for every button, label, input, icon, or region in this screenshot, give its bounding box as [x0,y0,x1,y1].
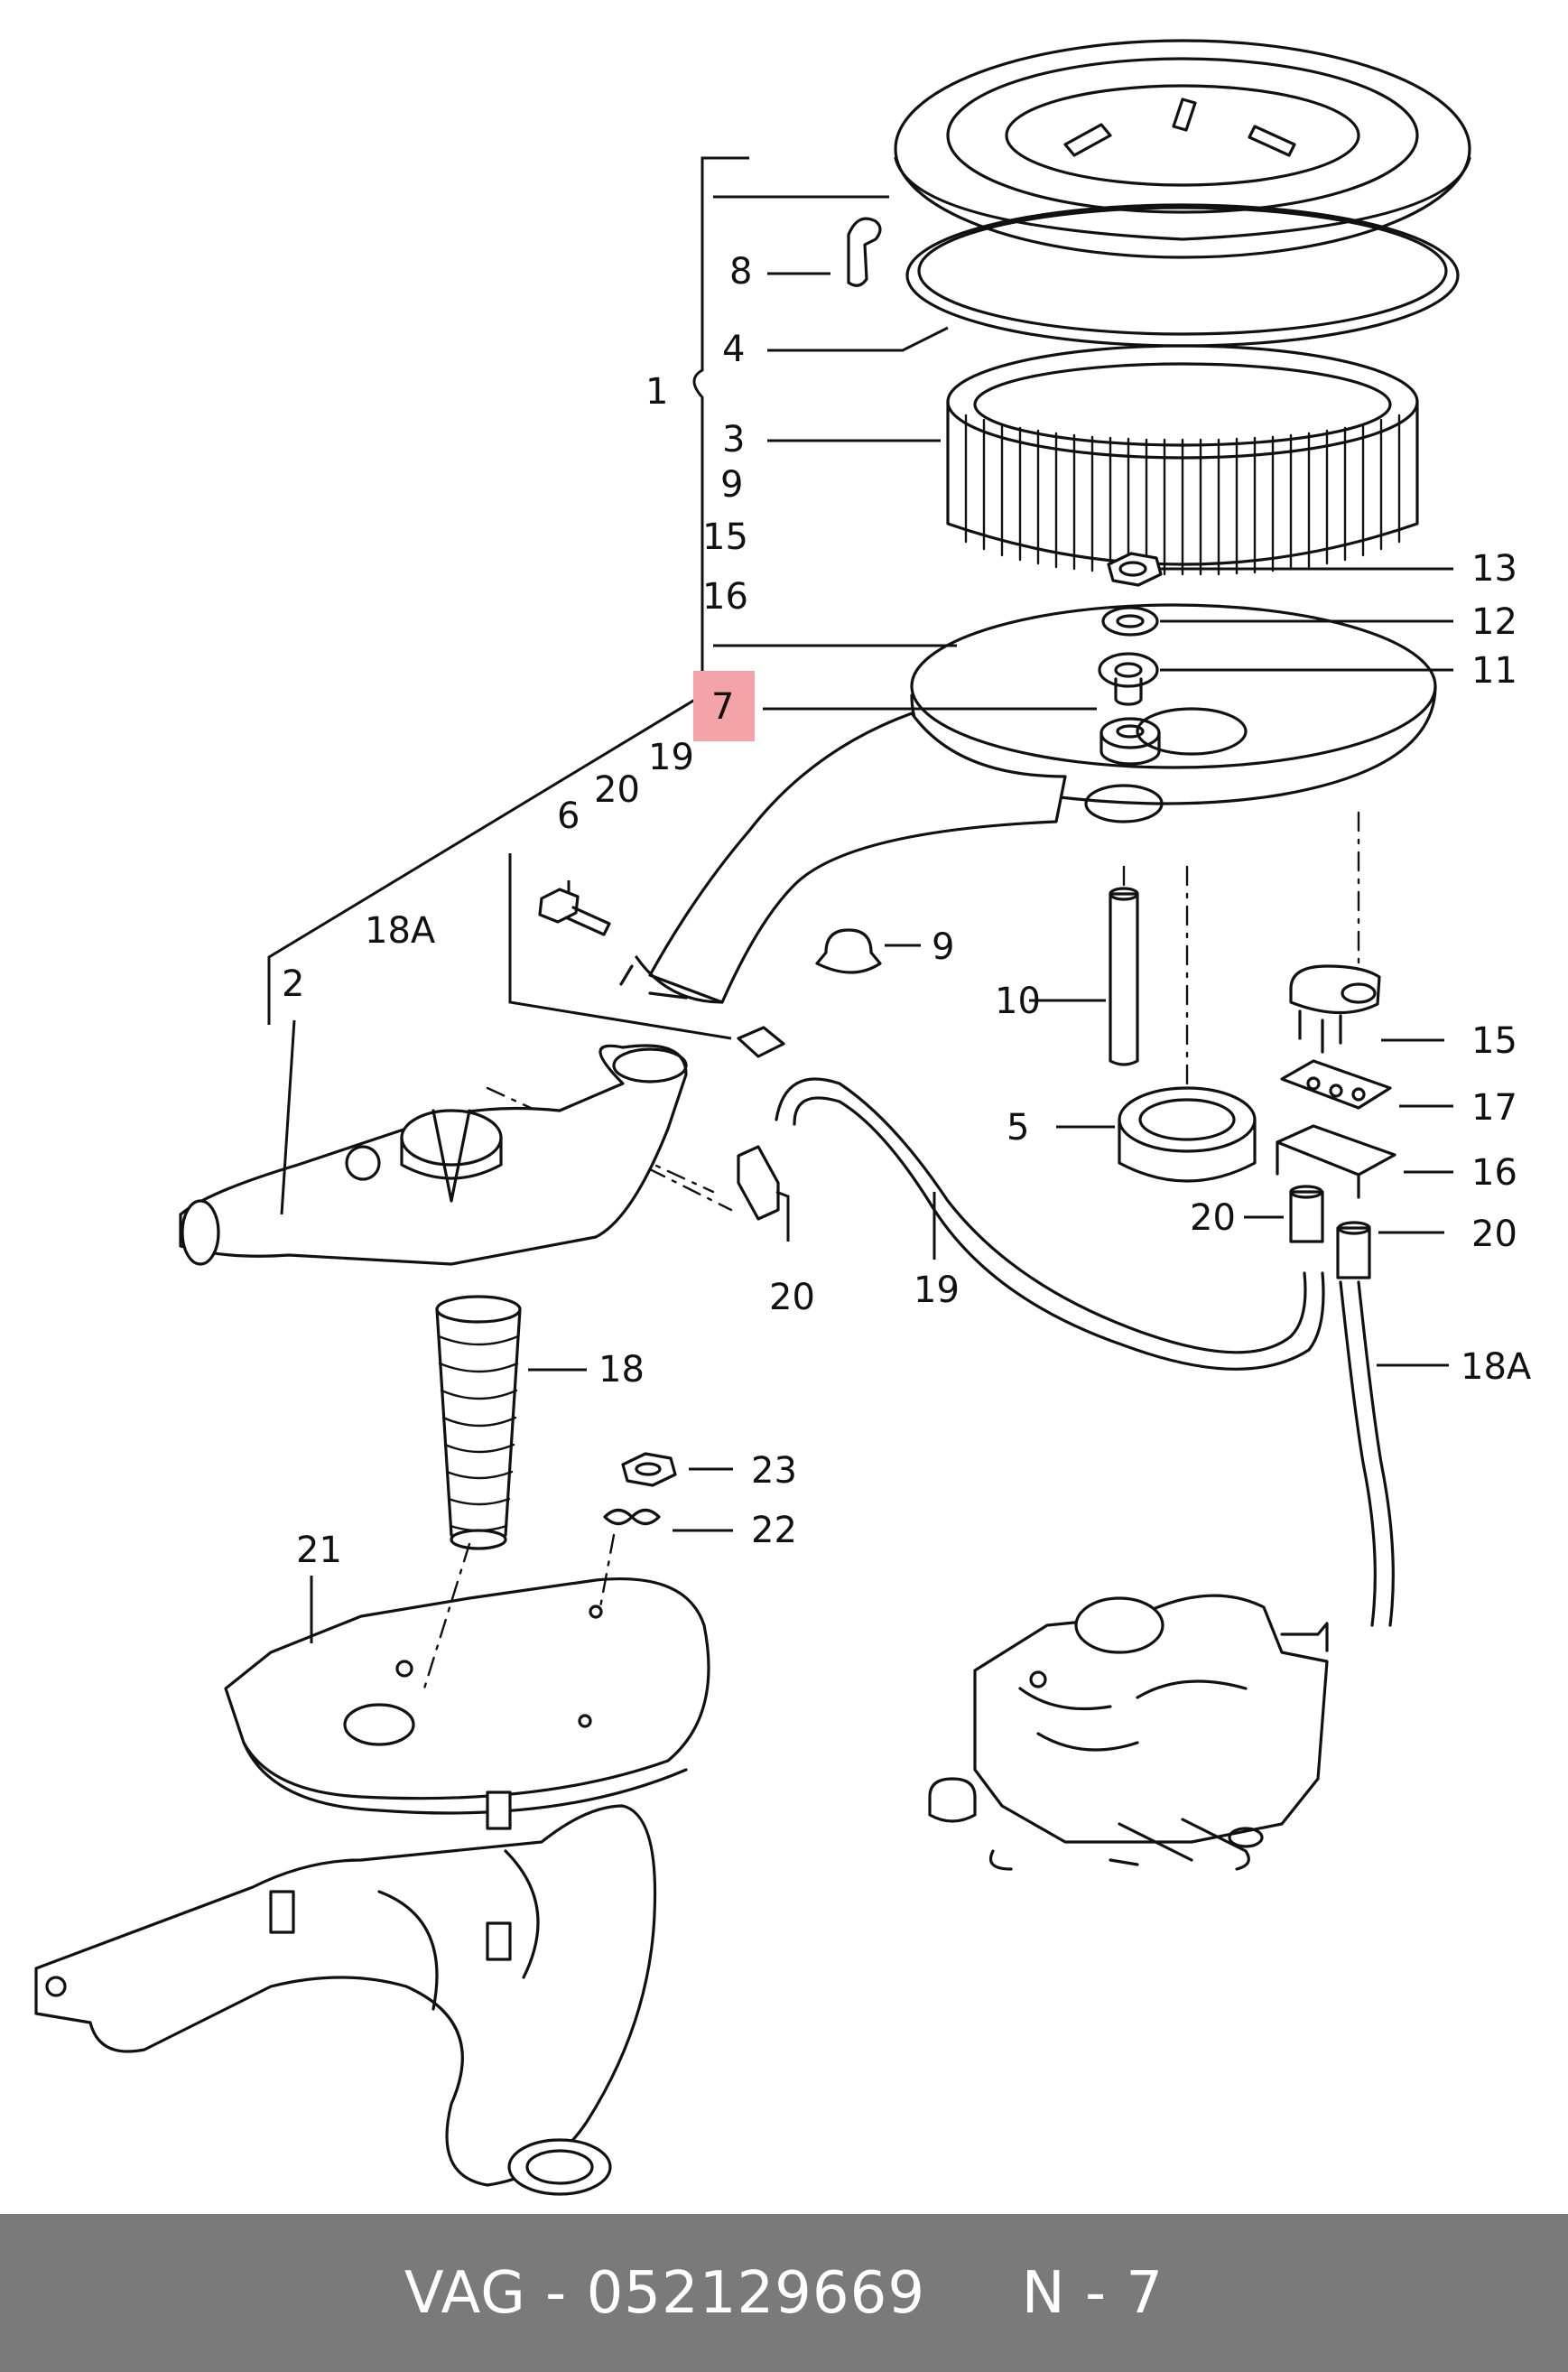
label-21: 21 [296,1530,342,1571]
clip-part [847,217,882,287]
label-4: 4 [722,329,745,370]
label-20-right: 20 [1471,1214,1517,1255]
label-7: 7 [711,686,734,728]
highlight-box [693,671,755,741]
bracket-15 [1289,964,1381,1054]
parts-diagram: 8 4 1 3 9 15 16 7 19 20 6 18A 2 13 12 11… [34,39,1532,2196]
washer-11 [1098,652,1159,706]
label-11: 11 [1471,650,1517,692]
part-labels: 8 4 1 3 9 15 16 7 19 20 6 18A 2 13 12 11… [282,251,1532,1571]
label-3: 3 [722,419,745,460]
filter-housing [619,603,1437,1004]
position-text: N - 7 [1021,2259,1164,2327]
air-filter-lid [894,39,1471,259]
label-12: 12 [1471,601,1517,643]
label-22: 22 [751,1510,797,1551]
label-2: 2 [282,963,304,1005]
label-6: 6 [557,795,580,837]
bolt-6 [538,888,611,936]
grommet-7 [1099,717,1161,766]
label-18: 18 [598,1349,645,1391]
part-number-text: 052129669 [586,2259,926,2327]
label-15-group: 15 [702,516,748,558]
label-9-group: 9 [720,464,743,506]
plate-17 [1280,1059,1392,1110]
leader-lines [280,272,1453,1643]
preheater-duct-2 [179,1044,688,1266]
label-20-group: 20 [594,769,640,811]
label-18a: 18A [1461,1346,1532,1388]
part-number-caption: VAG - 052129669 N - 7 [404,2260,1164,2327]
hose-19 [775,1077,1325,1371]
nut-13 [1107,552,1163,587]
hose-18a [1339,1280,1395,1627]
label-20-left: 20 [1190,1197,1236,1239]
rubber-mount-5 [1118,1086,1257,1183]
label-1: 1 [645,371,668,413]
label-17: 17 [1471,1087,1517,1129]
bellows-18 [435,1295,522,1550]
brand-text: VAG [404,2259,526,2327]
label-15: 15 [1471,1020,1517,1062]
group-bracket-1 [267,156,957,1040]
clip-22 [603,1508,661,1526]
bracket-16 [1276,1124,1396,1199]
label-18a-group: 18A [365,910,436,952]
label-13: 13 [1471,548,1517,590]
label-23: 23 [751,1450,797,1492]
label-8: 8 [729,251,752,293]
label-16-group: 16 [702,576,748,618]
label-19-group: 19 [648,737,694,778]
clip-9 [815,928,882,974]
separator-text: - [525,2259,587,2327]
label-10: 10 [995,981,1041,1022]
nut-23 [621,1452,677,1487]
label-9: 9 [932,926,954,968]
exhaust-manifold [34,1791,657,2196]
filter-element [946,344,1419,576]
hose-sleeve-20 [737,1145,1371,1279]
label-5: 5 [1007,1107,1029,1149]
label-19: 19 [914,1270,960,1311]
square-nut [737,1026,785,1058]
carburetor [928,1594,1329,1871]
label-20-lower: 20 [769,1277,815,1318]
part-number-footer: VAG - 052129669 N - 7 [0,2214,1568,2372]
label-16: 16 [1471,1152,1517,1194]
heat-shield-21 [224,1533,710,1815]
washer-12 [1101,606,1159,637]
pin-10 [1109,887,1139,1066]
gap-text [925,2260,1022,2327]
